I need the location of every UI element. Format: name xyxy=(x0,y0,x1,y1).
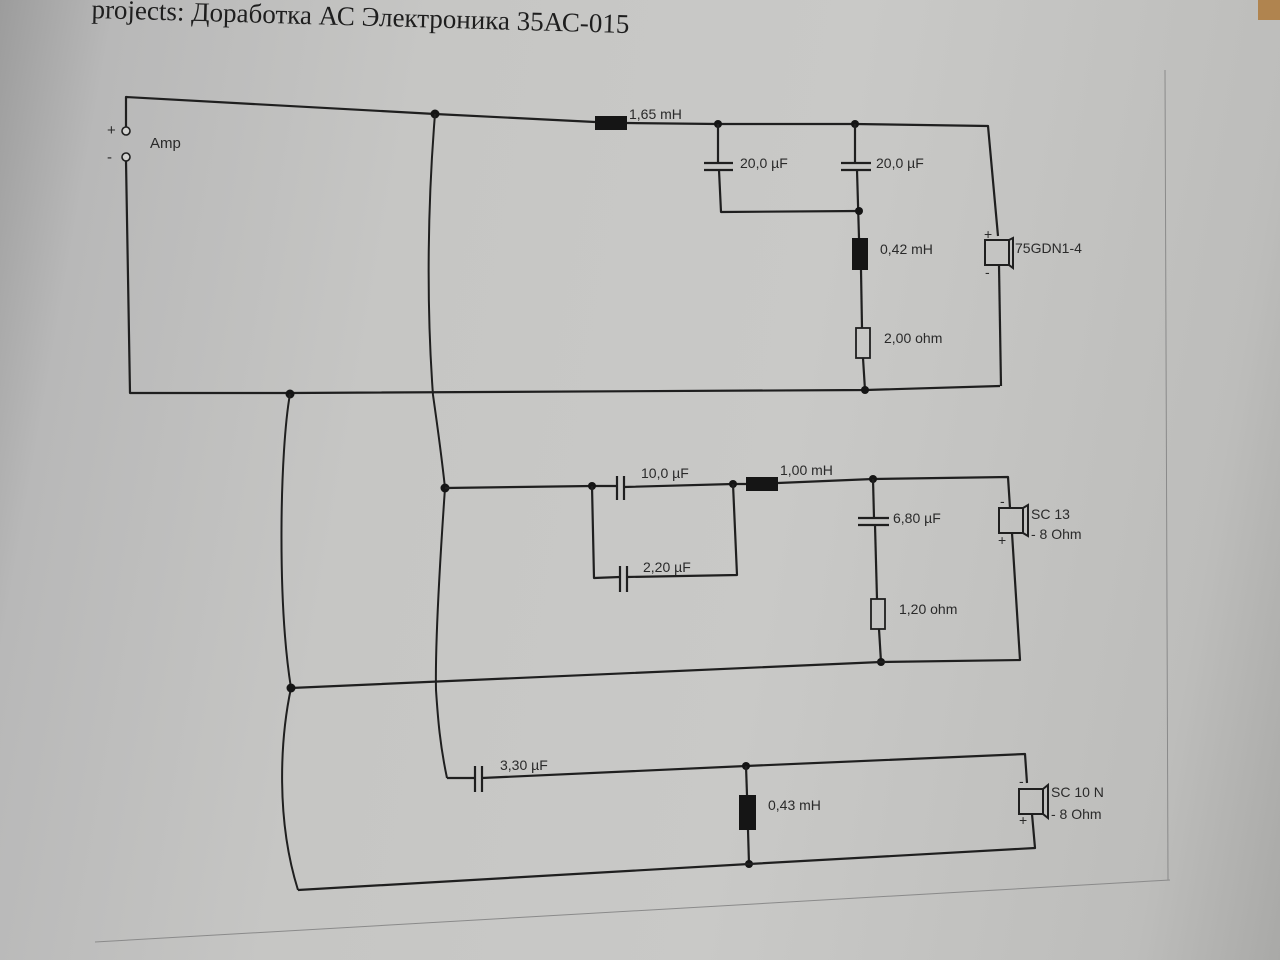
mid-plus: + xyxy=(998,532,1006,548)
speaker-sc10n: - + SC 10 N - 8 Ohm xyxy=(1018,773,1104,828)
wire xyxy=(626,483,739,579)
label-capacitor-10uf: 10,0 µF xyxy=(641,465,689,481)
wire xyxy=(873,524,879,600)
wire xyxy=(859,269,864,329)
speaker-cone xyxy=(1022,503,1029,538)
woofer-minus: - xyxy=(1019,773,1024,789)
amp-plus-sign: + xyxy=(107,122,116,139)
speaker-body xyxy=(984,239,1010,266)
inductor-0-42mh xyxy=(852,238,868,270)
label-woofer-speaker-impedance: - 8 Ohm xyxy=(1051,806,1102,822)
frame-edge xyxy=(1164,69,1169,881)
wire xyxy=(861,357,867,391)
desk-corner xyxy=(1258,0,1280,20)
inductor-1-00mh xyxy=(746,477,778,491)
label-mid-speaker-impedance: - 8 Ohm xyxy=(1031,526,1082,542)
resistor-2-ohm xyxy=(855,327,871,359)
wire xyxy=(717,169,860,214)
wire xyxy=(744,765,749,796)
wire-plus-bus xyxy=(124,95,596,127)
node xyxy=(855,207,863,215)
speaker-body xyxy=(1018,788,1044,815)
label-capacitor-2-2uf: 2,20 µF xyxy=(643,559,691,575)
speaker-sc13: - + SC 13 - 8 Ohm xyxy=(998,493,1082,548)
wire-minus-bus-vertical xyxy=(280,393,299,891)
wire xyxy=(481,752,1029,784)
inductor-0-43mh xyxy=(739,795,756,830)
inductor-1-65mh xyxy=(595,116,627,130)
resistor-1-2-ohm xyxy=(870,598,886,630)
mid-minus: - xyxy=(1000,493,1005,509)
wire xyxy=(997,264,1003,387)
speaker-75gdn1-4: + - 75GDN1-4 xyxy=(984,226,1082,280)
label-capacitor-3-3uf: 3,30 µF xyxy=(500,757,548,773)
label-mid-speaker-name: SC 13 xyxy=(1031,506,1070,522)
label-capacitor-20uf-1: 20,0 µF xyxy=(740,155,788,171)
wire xyxy=(877,628,883,663)
wire xyxy=(871,478,876,519)
wire xyxy=(855,169,861,239)
amp-minus-terminal xyxy=(121,152,131,162)
label-resistor-2-ohm: 2,00 ohm xyxy=(884,330,942,346)
node xyxy=(286,683,296,693)
label-inductor-1-65mh: 1,65 mH xyxy=(629,106,682,122)
label-inductor-1-00mh: 1,00 mH xyxy=(780,462,833,478)
label-woofer-speaker-name: SC 10 N xyxy=(1051,784,1104,800)
label-inductor-0-43mh: 0,43 mH xyxy=(768,797,821,813)
amp-label: Amp xyxy=(150,135,181,152)
wire-woofer-return xyxy=(297,813,1037,892)
wire xyxy=(590,485,621,580)
node xyxy=(861,386,869,394)
amp-minus-sign: - xyxy=(107,149,112,166)
label-resistor-1-2-ohm: 1,20 ohm xyxy=(899,601,957,617)
amp-terminals: + - Amp xyxy=(107,122,181,166)
wire-tweeter-top xyxy=(626,121,1000,237)
amp-plus-terminal xyxy=(121,126,131,136)
paper-edge xyxy=(94,879,1171,943)
wire-mid-return xyxy=(290,532,1022,690)
label-capacitor-6-8uf: 6,80 µF xyxy=(893,510,941,526)
label-tweeter: 75GDN1-4 xyxy=(1015,240,1082,256)
label-capacitor-20uf-2: 20,0 µF xyxy=(876,155,924,171)
wire xyxy=(777,475,1012,509)
label-inductor-0-42mh: 0,42 mH xyxy=(880,241,933,257)
speaker-cone xyxy=(1008,236,1014,270)
wire-plus-bus-vertical xyxy=(427,113,448,779)
wire xyxy=(623,482,746,489)
tweeter-plus: + xyxy=(984,226,992,242)
speaker-body xyxy=(998,507,1024,534)
wire xyxy=(746,829,751,865)
speaker-cone xyxy=(1042,782,1049,821)
woofer-plus: + xyxy=(1019,812,1027,828)
tweeter-minus: - xyxy=(985,264,990,280)
